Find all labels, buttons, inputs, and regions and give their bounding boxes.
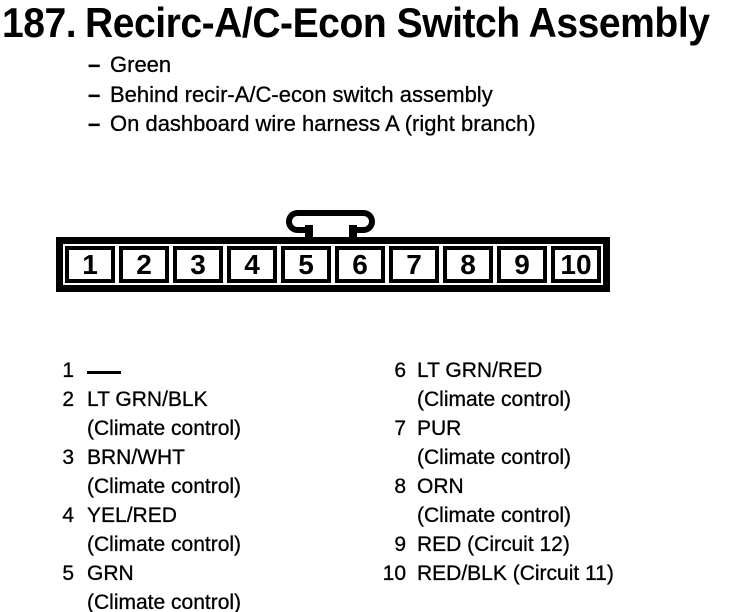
wire-color-label: YEL/RED (87, 504, 177, 527)
pin-row-5: 5 GRN (Climate control) (56, 559, 241, 612)
wire-note: (Climate control) (87, 533, 242, 556)
pin-row-3: 3 BRN/WHT (Climate control) (56, 443, 241, 501)
detail-row: – Green (88, 50, 536, 80)
detail-row: – On dashboard wire harness A (right bra… (88, 109, 536, 139)
wire-note: (Climate control) (87, 591, 242, 612)
wire-color-label: LT GRN/RED (417, 359, 543, 382)
detail-text: On dashboard wire harness A (right branc… (110, 111, 536, 136)
wire-note: (Climate control) (417, 388, 572, 411)
bullet-dash-icon: – (88, 52, 101, 77)
pin-row-2: 2 LT GRN/BLK (Climate control) (56, 385, 241, 443)
pin-number: 8 (394, 475, 406, 498)
wire-note: (Climate control) (87, 475, 242, 498)
pin-number: 1 (62, 359, 74, 382)
bullet-dash-icon: – (88, 81, 101, 107)
pin-cell-8: 8 (443, 246, 493, 283)
pin-row-9: 9 RED (Circuit 12) (378, 530, 614, 559)
pin-number: 7 (394, 417, 406, 440)
pin-number: 6 (394, 359, 406, 382)
pin-cell-3: 3 (173, 246, 223, 283)
wire-note: (Climate control) (417, 446, 572, 469)
connector-body: 1 2 3 4 5 6 7 8 9 10 (56, 237, 610, 292)
pin-list-left: 1 2 LT GRN/BLK (Climate control) 3 BRN/W… (56, 356, 241, 612)
bullet-dash-icon: – (88, 111, 101, 136)
pin-number: 3 (62, 446, 74, 469)
wire-note: (Climate control) (417, 504, 572, 527)
no-connection-dash-icon (87, 371, 121, 374)
detail-text: Behind recir-A/C-econ switch assembly (110, 81, 493, 107)
wire-color-label: BRN/WHT (87, 446, 185, 469)
pin-cell-7: 7 (389, 246, 439, 283)
pin-cell-2: 2 (119, 246, 169, 283)
connector-details: – Green – Behind recir-A/C-econ switch a… (88, 50, 536, 139)
pin-row-7: 7 PUR (Climate control) (378, 414, 614, 472)
detail-text: Green (110, 52, 172, 77)
wire-color-label: RED/BLK (Circuit 11) (417, 562, 614, 585)
detail-row: – Behind recir-A/C-econ switch assembly (88, 80, 536, 110)
pin-row-6: 6 LT GRN/RED (Climate control) (378, 356, 614, 414)
pin-row-4: 4 YEL/RED (Climate control) (56, 501, 241, 559)
pin-row-8: 8 ORN (Climate control) (378, 472, 614, 530)
wire-color-label: GRN (87, 562, 134, 585)
pin-cell-1: 1 (65, 246, 115, 283)
pin-number: 2 (62, 388, 74, 411)
page-title: Recirc-A/C-Econ Switch Assembly (85, 0, 710, 46)
pin-cell-10: 10 (551, 246, 601, 283)
wire-color-label: LT GRN/BLK (87, 388, 208, 411)
wire-color-label: RED (Circuit 12) (417, 533, 570, 556)
page-title-number: 187. (2, 0, 77, 46)
pin-cell-9: 9 (497, 246, 547, 283)
wire-color-label: PUR (417, 417, 462, 440)
pin-list-right: 6 LT GRN/RED (Climate control) 7 PUR (Cl… (378, 356, 614, 588)
pin-row-10: 10 RED/BLK (Circuit 11) (378, 559, 614, 588)
pin-cell-6: 6 (335, 246, 385, 283)
pin-number: 9 (394, 533, 406, 556)
retaining-tab-stem-icon (305, 225, 357, 238)
wire-color-label: ORN (417, 475, 464, 498)
pin-number: 10 (382, 562, 406, 585)
pin-cell-4: 4 (227, 246, 277, 283)
pin-row-1: 1 (56, 356, 241, 385)
wire-note: (Climate control) (87, 417, 242, 440)
pin-number: 4 (62, 504, 74, 527)
pin-number: 5 (62, 562, 74, 585)
pin-cell-5: 5 (281, 246, 331, 283)
